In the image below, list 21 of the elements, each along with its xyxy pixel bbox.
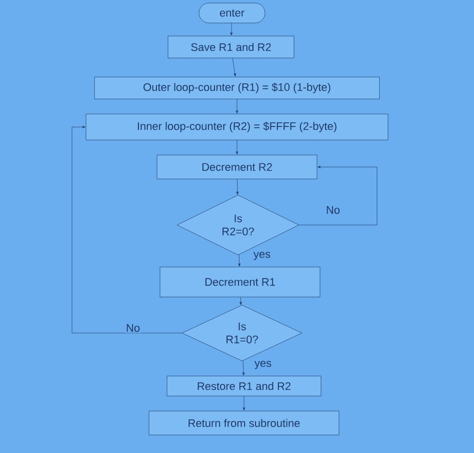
arrow <box>242 396 246 410</box>
edge-label: No <box>324 205 342 215</box>
arrow <box>299 166 378 226</box>
arrow <box>236 99 238 114</box>
arrow <box>238 254 241 266</box>
arrow <box>242 360 245 376</box>
process-box: Inner loop-counter (R2) = $FFFF (2-byte) <box>86 114 388 140</box>
arrow <box>240 297 242 305</box>
process-box: Return from subroutine <box>148 410 340 436</box>
process-box: Decrement R2 <box>156 154 318 180</box>
process-box: Restore R1 and R2 <box>166 376 322 396</box>
terminal-box: enter <box>198 2 266 24</box>
process-box: Save R1 and R2 <box>168 36 294 58</box>
process-box: Decrement R1 <box>160 266 320 298</box>
arrow <box>230 23 233 36</box>
edge-label: No <box>124 323 142 333</box>
arrow <box>72 126 182 334</box>
arrow <box>232 58 236 76</box>
arrow <box>236 140 238 154</box>
arrow <box>236 179 239 195</box>
process-box: Outer loop-counter (R1) = $10 (1-byte) <box>94 76 380 100</box>
